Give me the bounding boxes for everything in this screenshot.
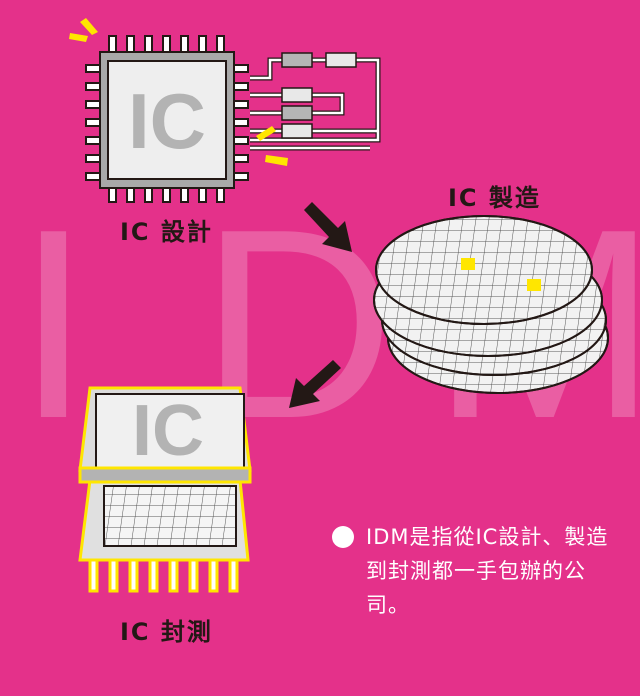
- watermark-letter-i: I: [16, 174, 92, 475]
- wafer-stack-icon: [373, 215, 609, 394]
- ic-design-chip-icon: [85, 35, 249, 203]
- note-text: IDM是指從IC設計、製造 到封測都一手包辦的公 司。: [366, 520, 608, 622]
- arrow-manufacture-to-packaging-icon: [289, 360, 341, 408]
- bullet-icon: [332, 526, 354, 548]
- note-line: 到封測都一手包辦的公: [366, 559, 586, 583]
- label-ic-design: IC 設計: [120, 218, 213, 246]
- ic-packaging-chip-icon: [78, 386, 252, 593]
- arrow-design-to-manufacture-icon: [304, 202, 352, 252]
- packaging-chip-text: IC: [132, 391, 204, 471]
- label-ic-packaging: IC 封測: [120, 618, 213, 646]
- note-line: 司。: [366, 593, 410, 617]
- spark-icons: [69, 18, 288, 166]
- design-chip-text: IC: [128, 77, 206, 165]
- note-line: IDM是指從IC設計、製造: [366, 525, 609, 549]
- resistor-icons: [281, 52, 357, 139]
- label-ic-manufacture: IC 製造: [448, 184, 541, 212]
